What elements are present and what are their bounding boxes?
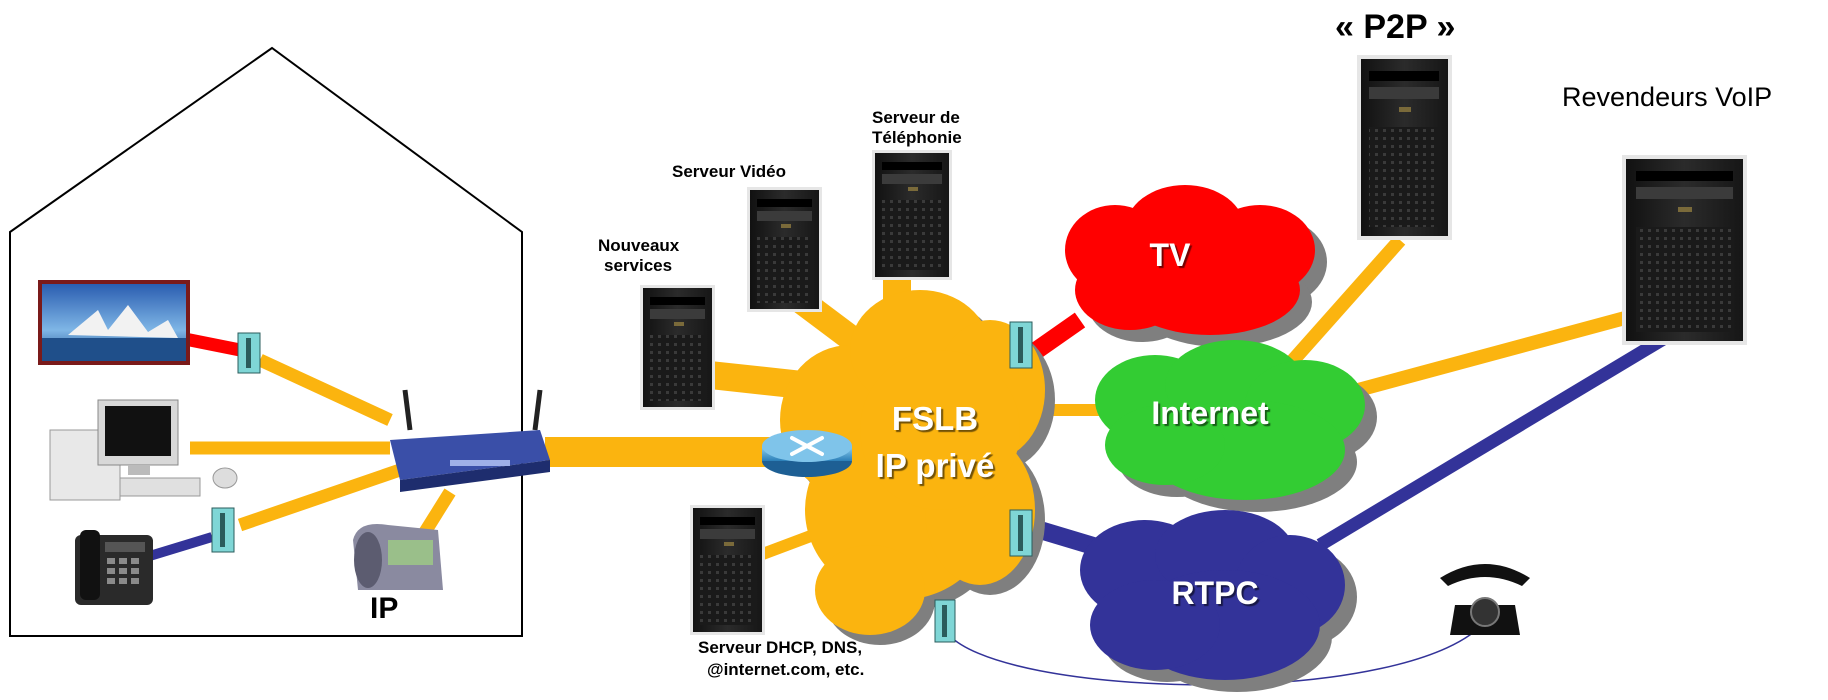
link-home-to-fslb — [545, 437, 785, 467]
label-dhcp-1: Serveur DHCP, DNS, — [698, 638, 863, 657]
server-dhcp-dns — [690, 505, 765, 635]
adapter-tv — [237, 332, 261, 374]
adapter-fslb-rtpc — [1009, 509, 1033, 557]
cloud-label-rtpc: RTPC — [1171, 575, 1259, 611]
core-router-icon — [762, 430, 852, 477]
label-p2p: « P2P » — [1335, 8, 1456, 46]
server-telephonie — [872, 150, 952, 280]
cloud-label-fslb-1: FSLB — [891, 400, 979, 437]
link-rtpc-to-voip — [1316, 332, 1669, 551]
label-serveur-video: Serveur Vidéo — [672, 162, 787, 181]
label-nouveaux-services-2: services — [604, 256, 673, 275]
server-video — [747, 187, 822, 312]
desktop-computer — [49, 399, 238, 501]
ip-phone — [353, 524, 443, 590]
label-revendeurs-voip: Revendeurs VoIP — [1562, 82, 1773, 112]
adapter-phone — [211, 507, 235, 553]
link-fslb-to-tv — [1024, 312, 1086, 363]
tv-cloud — [1065, 185, 1327, 347]
adapter-fslb-analog — [934, 599, 956, 643]
server-p2p — [1357, 55, 1452, 240]
wifi-router — [390, 389, 550, 492]
internet-cloud — [1095, 340, 1377, 512]
server-revendeurs-voip — [1622, 155, 1747, 345]
desk-phone — [75, 530, 153, 605]
cloud-label-internet: Internet — [1151, 395, 1269, 431]
link-phone-to-router — [237, 463, 403, 532]
link-internet-to-p2p — [1274, 235, 1406, 380]
label-serveur-telephonie-2: Téléphonie — [872, 128, 962, 147]
cloud-label-fslb-2: IP privé — [875, 447, 995, 484]
label-ip-phone: IP — [370, 592, 399, 625]
link-tv-to-router — [257, 354, 393, 426]
cloud-label-tv: TV — [1149, 237, 1191, 273]
rtpc-cloud — [1080, 510, 1357, 692]
analog-telephone — [1440, 564, 1530, 635]
server-nouveaux-services — [640, 285, 715, 410]
label-serveur-telephonie-1: Serveur de — [872, 108, 960, 127]
flat-tv — [38, 280, 190, 365]
label-nouveaux-services-1: Nouveaux — [598, 236, 680, 255]
adapter-fslb-tv — [1009, 321, 1033, 369]
label-dhcp-2: @internet.com, etc. — [707, 660, 865, 679]
